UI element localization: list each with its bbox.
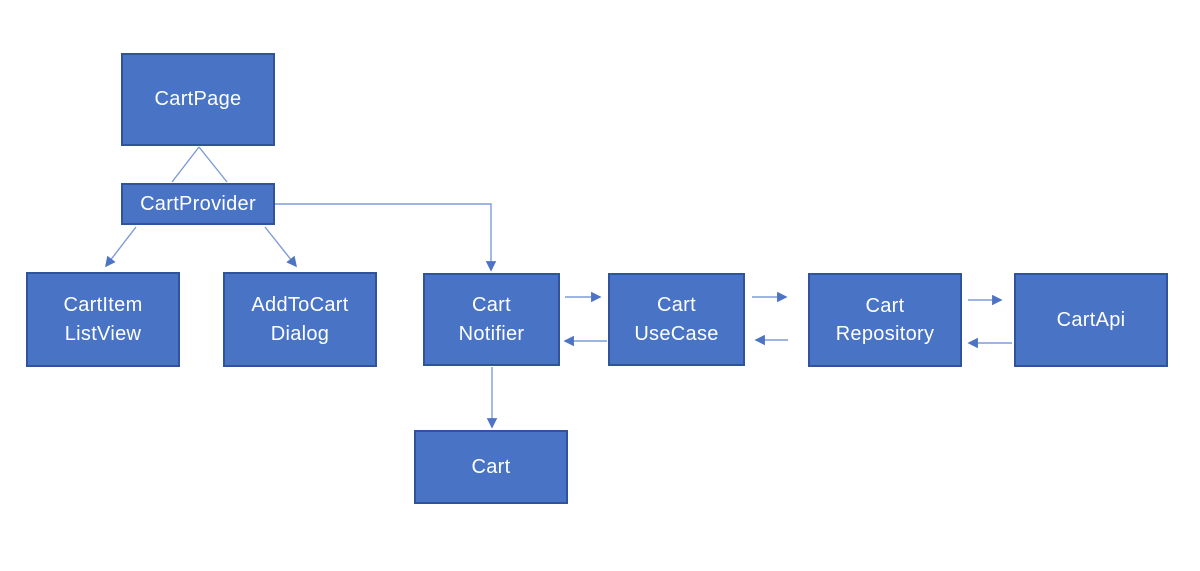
- node-cart-repository: Cart Repository: [808, 273, 962, 367]
- edge-cartprovider-addtocartdialog: [264, 226, 297, 268]
- node-cart-page: CartPage: [121, 53, 275, 146]
- node-cart-api-label: CartApi: [1056, 308, 1126, 331]
- node-cart-notifier-label: Cart Notifier: [458, 294, 525, 345]
- node-add-to-cart-dialog-label: AddToCart Dialog: [251, 294, 349, 345]
- node-cart-item-list-view-label: CartItem ListView: [63, 294, 143, 345]
- node-cart-label: Cart: [471, 455, 511, 478]
- edge-cartpage-cartprovider-right: [198, 146, 228, 183]
- node-cart-api: CartApi: [1014, 273, 1168, 367]
- node-cart-use-case-label: Cart UseCase: [634, 294, 719, 345]
- node-cart-repository-label: Cart Repository: [835, 294, 935, 345]
- node-cart-notifier: Cart Notifier: [423, 273, 560, 366]
- node-cart: Cart: [414, 430, 568, 504]
- edge-cartprovider-cartitemlistview: [105, 226, 137, 268]
- node-add-to-cart-dialog: AddToCart Dialog: [223, 272, 377, 367]
- node-cart-page-label: CartPage: [154, 88, 242, 111]
- edge-cartprovider-cartnotifier: [275, 203, 497, 272]
- node-cart-use-case: Cart UseCase: [608, 273, 745, 366]
- node-cart-item-list-view: CartItem ListView: [26, 272, 180, 367]
- node-cart-provider-label: CartProvider: [140, 192, 256, 215]
- edge-cartpage-cartprovider-left: [171, 146, 200, 183]
- node-cart-provider: CartProvider: [121, 183, 275, 225]
